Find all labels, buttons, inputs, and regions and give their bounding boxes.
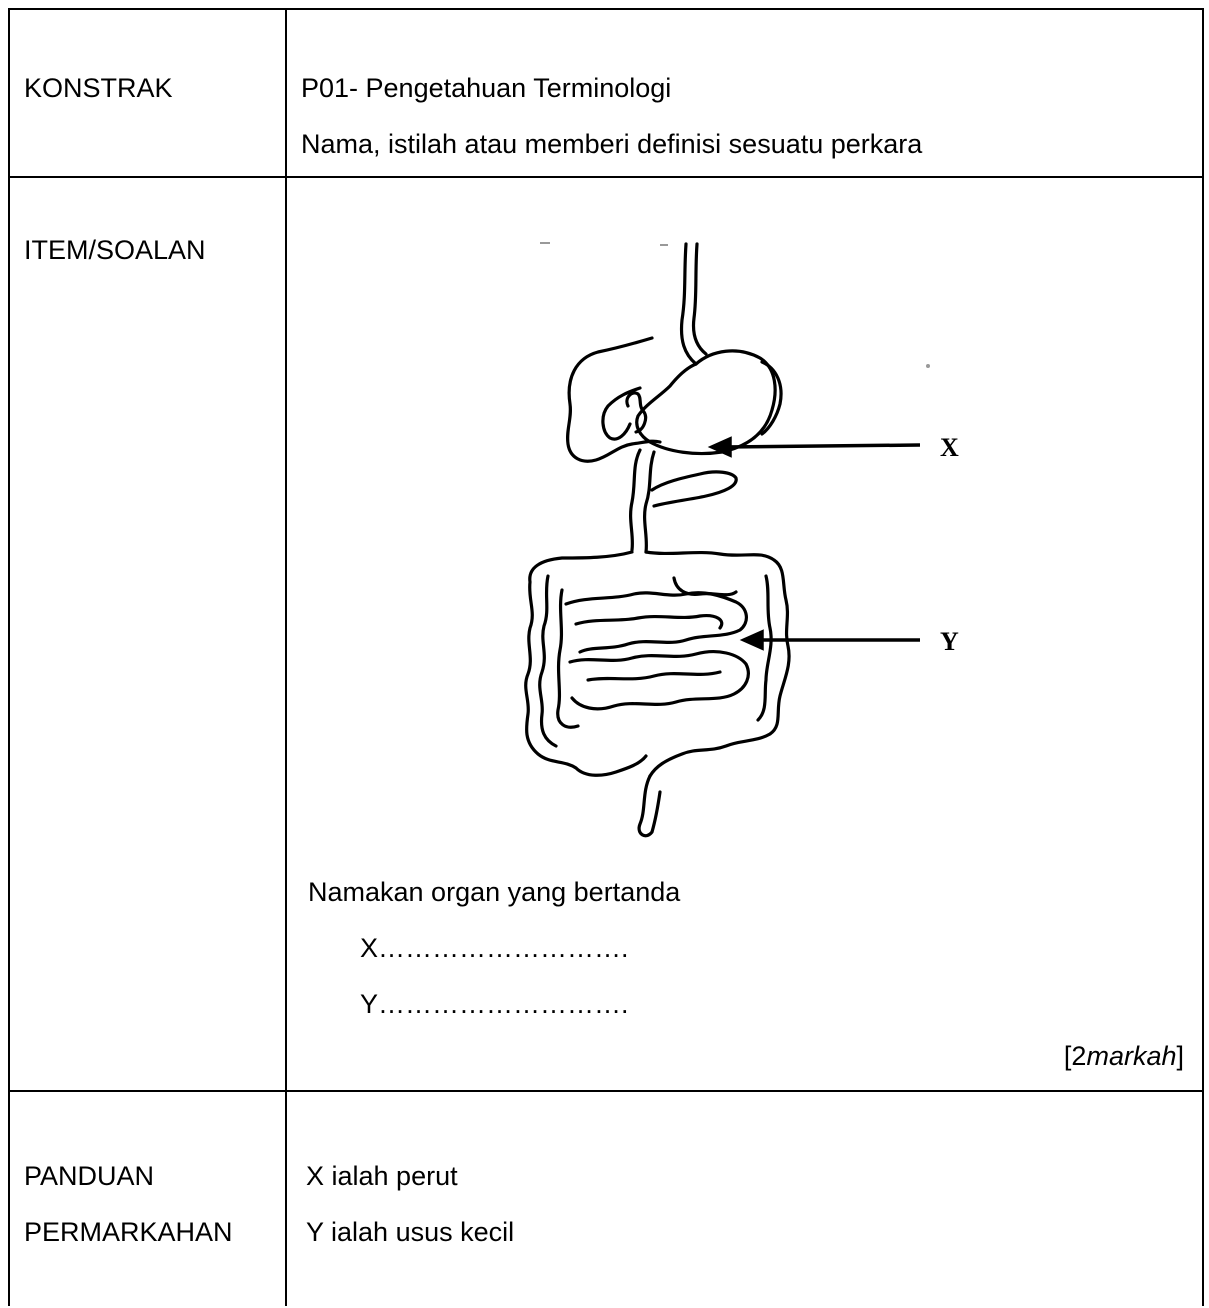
rubric-table: KONSTRAK P01- Pengetahuan Terminologi Na… — [8, 8, 1204, 1306]
marks-label: [2markah] — [1064, 1040, 1184, 1072]
small-intestine-top — [674, 578, 736, 595]
konstrak-title: P01- Pengetahuan Terminologi — [301, 72, 671, 104]
item-label: ITEM/SOALAN — [24, 234, 206, 266]
panduan-label-line1: PANDUAN — [24, 1160, 154, 1192]
stomach — [637, 351, 775, 454]
duodenum-right — [645, 452, 654, 552]
duodenum-left — [631, 450, 640, 550]
konstrak-description: Nama, istilah atau memberi definisi sesu… — [301, 128, 922, 160]
konstrak-row: KONSTRAK P01- Pengetahuan Terminologi Na… — [10, 10, 1202, 176]
small-intestine-coil-2 — [576, 616, 722, 628]
small-intestine-outer-left — [558, 590, 578, 727]
liver-inner — [603, 388, 640, 439]
answer-blank-x: X………………………. — [360, 932, 629, 964]
panduan-row: PANDUAN PERMARKAHAN X ialah perut Y iala… — [10, 1092, 1202, 1308]
marks-word: markah — [1086, 1041, 1176, 1071]
panduan-answer-x: X ialah perut — [306, 1160, 458, 1192]
panduan-label-line2: PERMARKAHAN — [24, 1216, 233, 1248]
speck — [926, 364, 930, 368]
rectum — [639, 776, 660, 836]
marks-number: 2 — [1071, 1041, 1086, 1071]
small-intestine-coil-4 — [588, 672, 720, 680]
speck — [660, 244, 668, 246]
pancreas — [652, 472, 736, 506]
answer-blank-y: Y………………………. — [360, 988, 629, 1020]
arrow-x-line — [722, 445, 920, 447]
speck — [540, 242, 550, 244]
question-text: Namakan organ yang bertanda — [308, 876, 680, 908]
esophagus-outline — [694, 244, 707, 354]
panduan-answer-y: Y ialah usus kecil — [306, 1216, 514, 1248]
arrow-y-head — [744, 632, 762, 648]
digestive-system-diagram: X Y — [500, 220, 970, 845]
diagram-label-x: X — [940, 433, 959, 462]
diagram-label-y: Y — [940, 627, 959, 656]
konstrak-label: KONSTRAK — [24, 72, 173, 104]
colon-left-inner — [540, 576, 556, 746]
